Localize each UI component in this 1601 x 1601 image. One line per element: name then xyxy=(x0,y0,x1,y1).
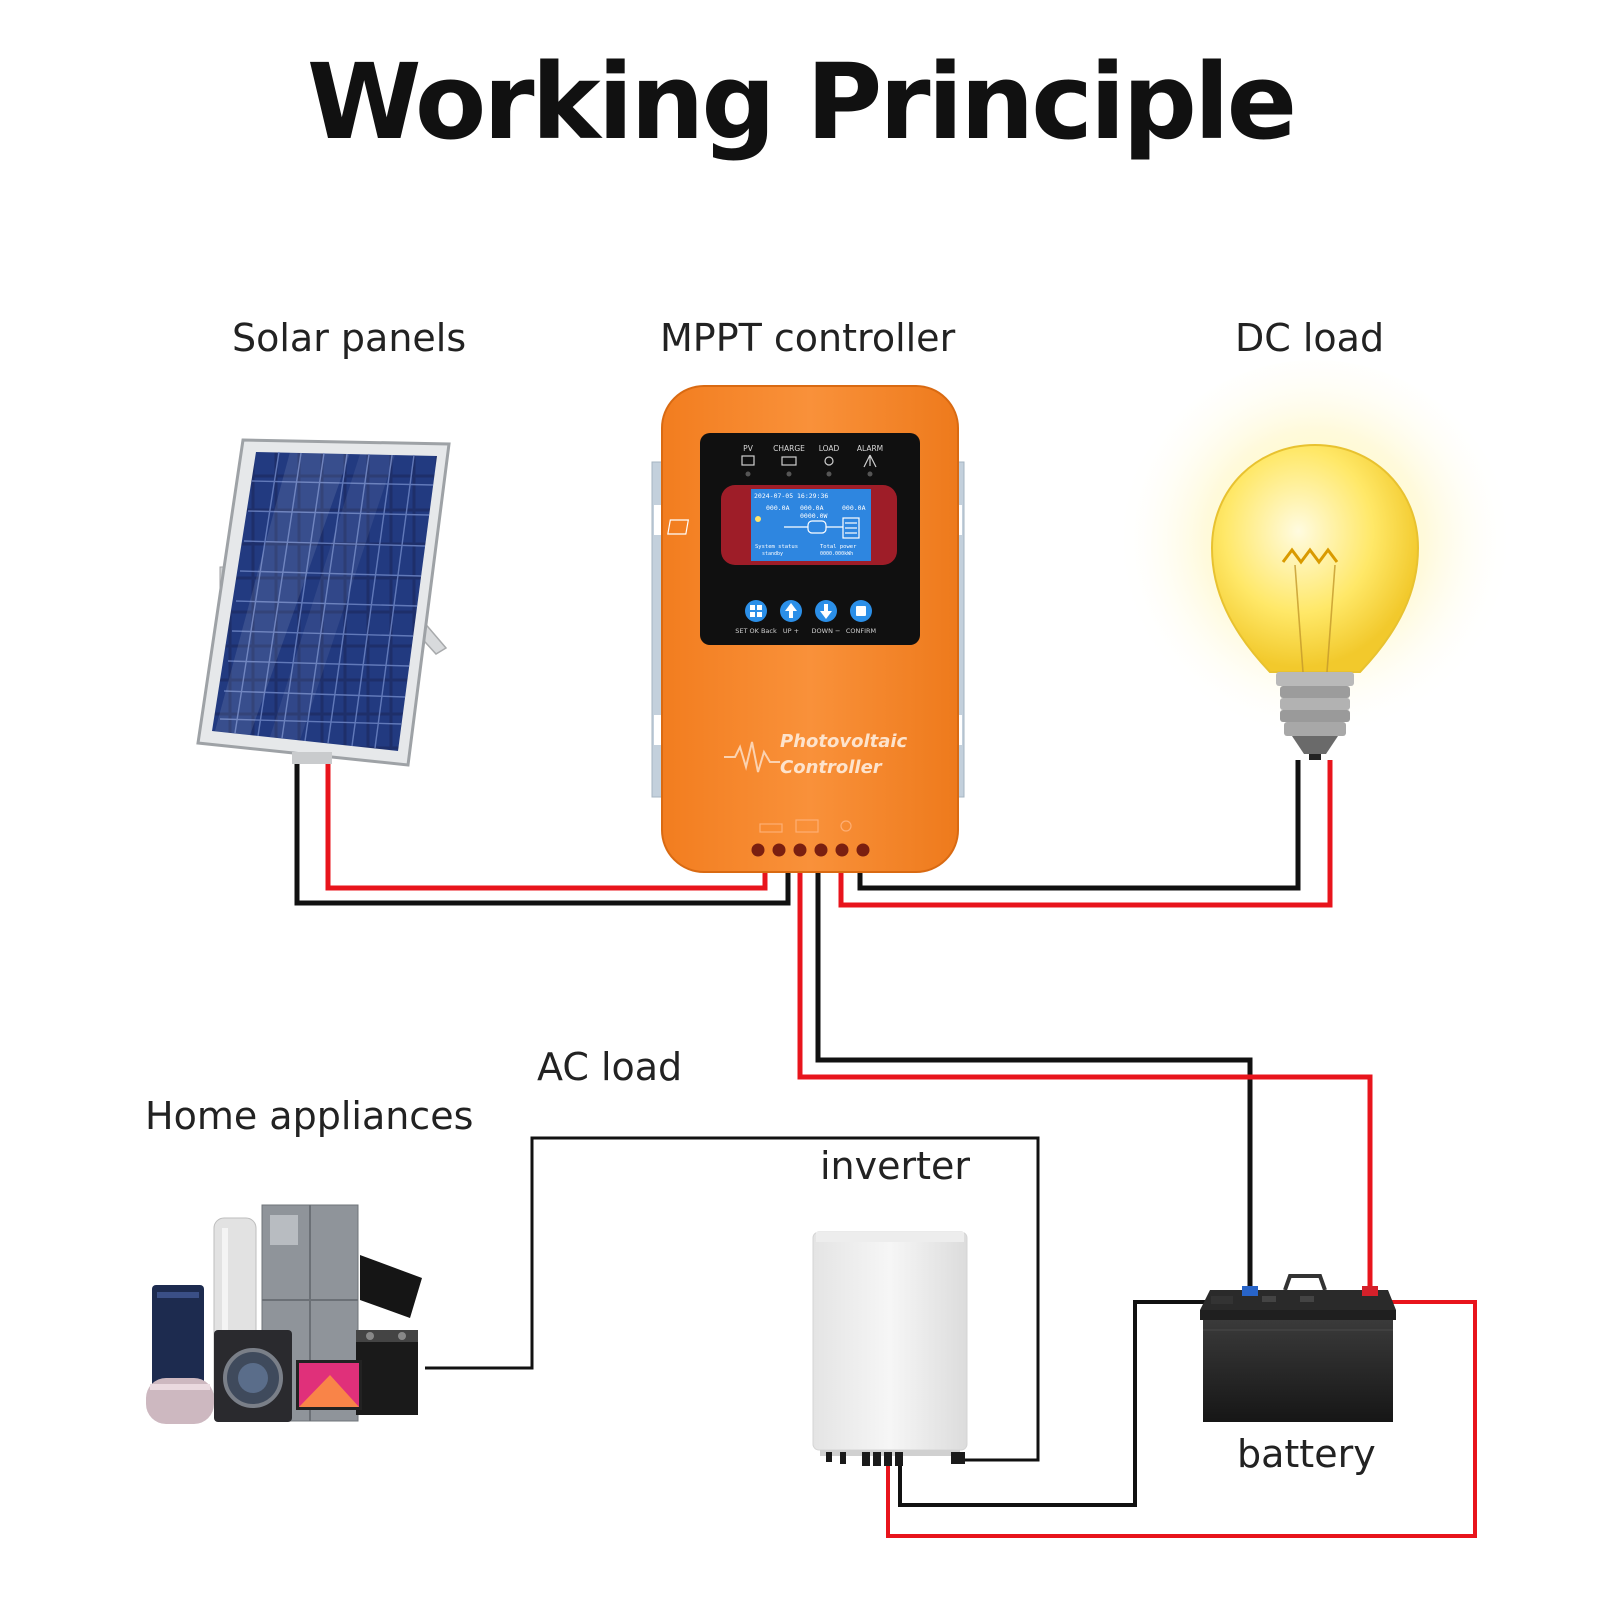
lcd-battery-icon xyxy=(842,517,860,539)
light-bulb-icon xyxy=(1115,360,1515,760)
terminal-5 xyxy=(835,843,849,857)
battery-negative-wire xyxy=(815,868,1253,1296)
lcd-total-value: 0000.000kWh xyxy=(820,551,853,557)
inverter-negative-wire xyxy=(898,1300,1210,1507)
indicator-alarm-label: ALARM xyxy=(857,444,883,453)
terminal-6 xyxy=(856,843,870,857)
solar-panel-icon xyxy=(196,438,451,767)
lcd-pv-current: 000.0A xyxy=(766,504,790,512)
battery-negative-terminal xyxy=(1242,1286,1258,1296)
terminal-solar-icon xyxy=(759,823,783,833)
button-confirm-label: CONFIRM xyxy=(846,627,876,635)
solar-negative-wire xyxy=(294,762,791,906)
solar-panels-label: Solar panels xyxy=(232,316,467,360)
inverter-icon xyxy=(812,1231,968,1466)
terminal-load-icon xyxy=(840,820,852,832)
battery-positive-terminal xyxy=(1362,1286,1378,1296)
inverter-positive-wire xyxy=(886,1300,1477,1538)
load-indicator-icon xyxy=(824,456,834,466)
lcd-solar-icon xyxy=(667,519,690,535)
home-appliances-label: Home appliances xyxy=(145,1094,474,1138)
terminal-2 xyxy=(772,843,786,857)
ac-load-wire xyxy=(425,1136,1040,1462)
brand-line2: Controller xyxy=(780,757,883,778)
brand-line1: Photovoltaic xyxy=(780,731,908,752)
lcd-status-value: standby xyxy=(762,551,783,557)
terminal-battery-icon xyxy=(795,819,819,833)
appliances-icon xyxy=(146,1204,422,1424)
button-set-label: SET OK Back xyxy=(735,627,777,635)
page-title: Working Principle xyxy=(306,41,1297,163)
brand-zigzag-icon xyxy=(724,741,780,773)
terminal-4 xyxy=(814,843,828,857)
inverter-label: inverter xyxy=(820,1144,971,1188)
button-up-label: UP + xyxy=(783,627,799,635)
solar-positive-wire xyxy=(325,762,768,891)
set-ok-button xyxy=(745,600,767,622)
indicator-pv-label: PV xyxy=(743,444,754,453)
lcd-charge-current: 000.0A xyxy=(800,504,824,512)
charge-indicator-icon xyxy=(781,456,797,466)
indicator-charge-label: CHARGE xyxy=(773,444,805,453)
pv-indicator-icon xyxy=(741,455,755,466)
terminal-3 xyxy=(793,843,807,857)
lcd-date: 2024-07-05 xyxy=(754,492,793,500)
battery-icon xyxy=(1200,1274,1396,1422)
mppt-controller-label: MPPT controller xyxy=(660,316,956,360)
lcd-status-label: System status xyxy=(755,544,798,550)
load-negative-wire xyxy=(857,760,1301,891)
alarm-indicator-icon xyxy=(863,454,877,468)
lcd-total-label: Total power xyxy=(820,544,857,550)
button-down-label: DOWN − xyxy=(812,627,841,635)
wires xyxy=(294,760,1477,1538)
controller-buttons: SET OK Back UP + DOWN − CONFIRM xyxy=(735,600,876,635)
indicator-load-label: LOAD xyxy=(819,444,840,453)
lcd-time: 16:29:36 xyxy=(797,492,828,500)
load-positive-wire xyxy=(838,760,1333,908)
battery-positive-wire xyxy=(797,868,1373,1296)
lcd-charge-value: 0000.0W xyxy=(800,512,827,520)
terminal-1 xyxy=(751,843,765,857)
dc-load-label: DC load xyxy=(1235,316,1385,360)
lcd-load-current: 000.0A xyxy=(842,504,866,512)
ac-load-label: AC load xyxy=(537,1045,683,1089)
controller-icon: PV CHARGE LOAD ALARM 2024-07-05 16:29:36… xyxy=(651,385,965,873)
battery-label: battery xyxy=(1237,1432,1376,1476)
